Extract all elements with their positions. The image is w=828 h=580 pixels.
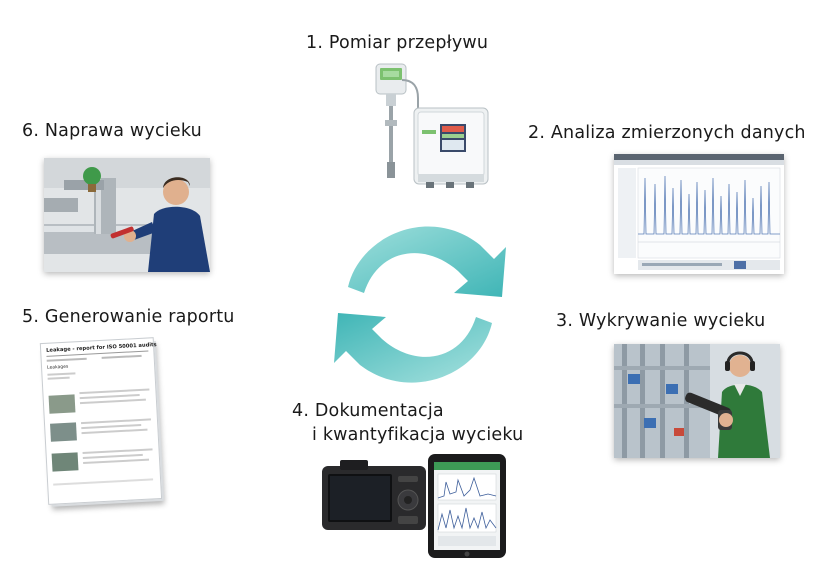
camera-tablet-image [322, 454, 506, 558]
leak-repair-image [44, 158, 210, 272]
data-analysis-image [614, 154, 784, 274]
leak-detection-image [614, 344, 780, 458]
step-6-label: 6. Naprawa wycieku [22, 121, 202, 141]
report-document-image: Leakage - report for ISO 50001 audits Le… [39, 337, 165, 507]
cycle-arrow-top [348, 226, 506, 297]
step-1-label: 1. Pomiar przepływu [306, 33, 489, 53]
step-4-label-line2: i kwantyfikacja wycieku [312, 425, 524, 445]
flow-meter-image [375, 63, 489, 188]
step-2-label: 2. Analiza zmierzonych danych [528, 123, 806, 143]
cycle-arrow-bottom [334, 313, 492, 383]
cycle-arrows-icon [334, 226, 506, 383]
step-4-label: 4. Dokumentacja [292, 401, 444, 421]
step-5-label: 5. Generowanie raportu [22, 307, 235, 327]
step-3-label: 3. Wykrywanie wycieku [556, 311, 766, 331]
